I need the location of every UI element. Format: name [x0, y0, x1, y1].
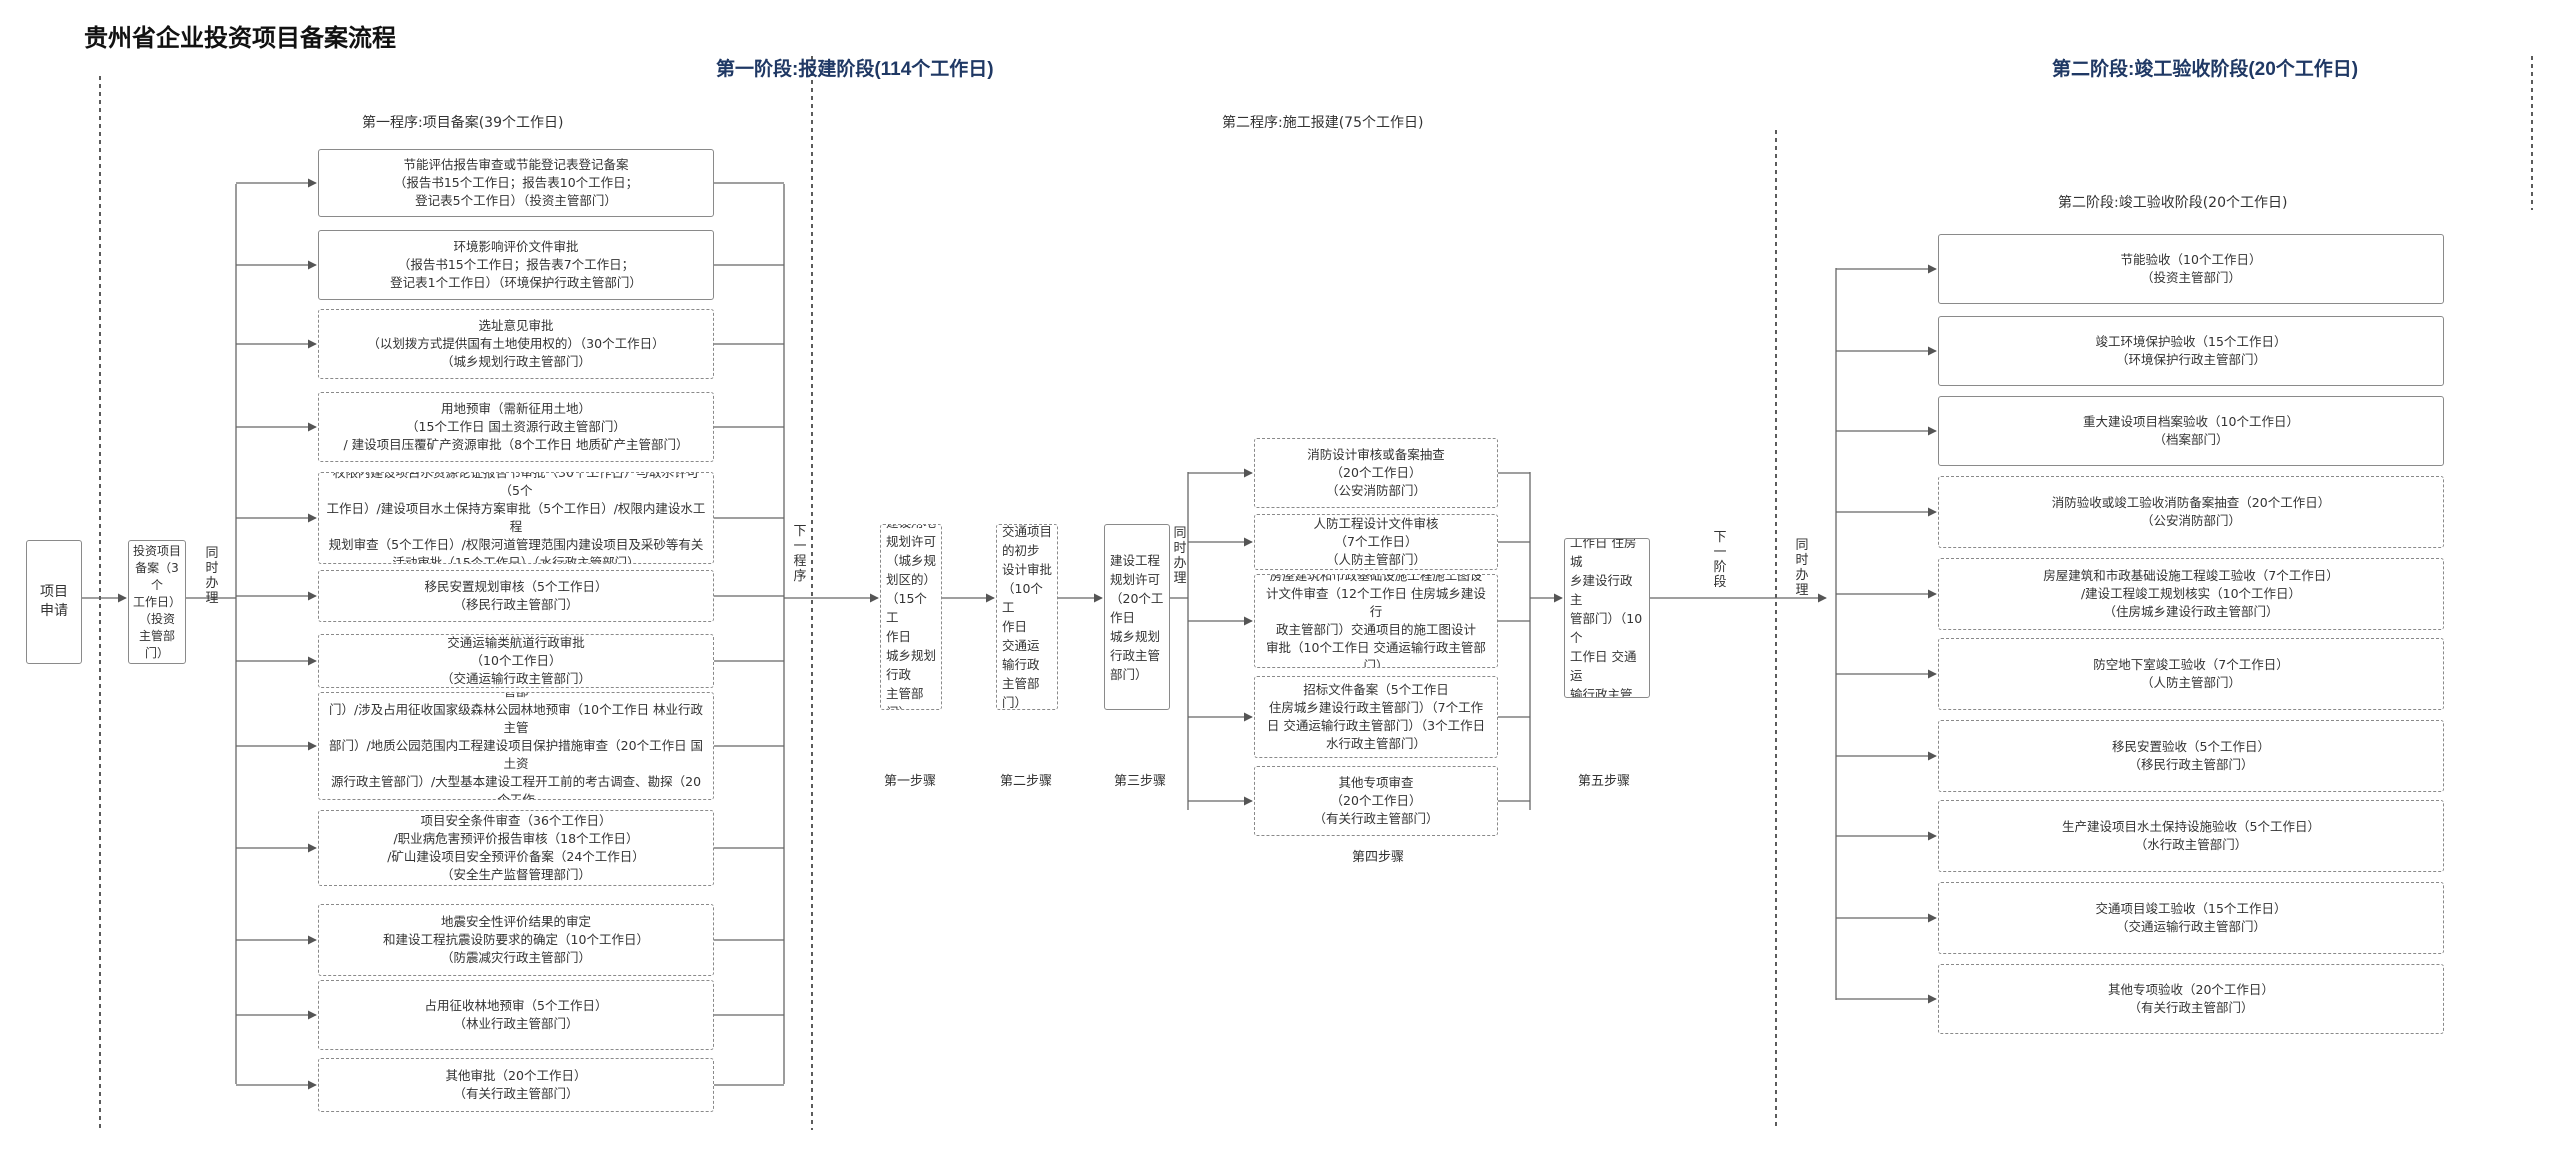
- proc1-item-8-text: 风景名胜区内建设项目选址审批（20个工作日 住房城乡建设行政主管部 门）/涉及占…: [328, 693, 704, 800]
- stage2-item-1: 节能验收（10个工作日） （投资主管部门）: [1938, 234, 2444, 304]
- step5-box: 施工许可（7个 工作日 住房城 乡建设行政主 管部门）（10个 工作日 交通运 …: [1564, 538, 1650, 698]
- proc1-item-6-text: 移民安置规划审核（5个工作日） （移民行政主管部门）: [424, 579, 608, 612]
- proc1-item-5: 权限内建设项目水资源论证报告书审批（30个工作日）与取水许可（5个 工作日）/建…: [318, 472, 714, 564]
- proc1-item-10: 地震安全性评价结果的审定 和建设工程抗震设防要求的确定（10个工作日） （防震减…: [318, 904, 714, 976]
- filing-box-text: 投资项目 备案（3个 工作日） （投资 主管部门）: [132, 543, 181, 660]
- step-label-3: 第三步骤: [1114, 774, 1167, 789]
- step2-text: 交通项目 的初步 设计审批 （10个工 作日 交通运 输行政 主管部门）: [1002, 524, 1053, 710]
- proc1-item-4-text: 用地预审（需新征用土地） （15个工作日 国土资源行政主管部门） / 建设项目压…: [343, 401, 689, 452]
- proc1-item-7-text: 交通运输类航道行政审批 （10个工作日） （交通运输行政主管部门）: [440, 635, 591, 686]
- page-title: 贵州省企业投资项目备案流程: [84, 25, 396, 52]
- step1-text: 建设用地 规划许可 （城乡规 划区的） （15个工 作日 城乡规划 行政 主管部…: [886, 525, 937, 709]
- step4-item-1: 消防设计审核或备案抽查 （20个工作日） （公安消防部门）: [1254, 438, 1498, 508]
- proc1-item-9-text: 项目安全条件审查（36个工作日） /职业病危害预评价报告审核（18个工作日） /…: [387, 813, 645, 882]
- stage2-item-9: 交通项目竣工验收（15个工作日） （交通运输行政主管部门）: [1938, 882, 2444, 954]
- step4-item-4: 招标文件备案（5个工作日 住房城乡建设行政主管部门）（7个工作 日 交通运输行政…: [1254, 676, 1498, 758]
- step4-item-5: 其他专项审查 （20个工作日） （有关行政主管部门）: [1254, 766, 1498, 836]
- stage2-item-8-text: 生产建设项目水土保持设施验收（5个工作日） （水行政主管部门）: [2062, 819, 2320, 852]
- proc1-item-11: 占用征收林地预审（5个工作日） （林业行政主管部门）: [318, 980, 714, 1050]
- step1-box: 建设用地 规划许可 （城乡规 划区的） （15个工 作日 城乡规划 行政 主管部…: [880, 524, 942, 710]
- proc3-title: 第二阶段:竣工验收阶段(20个工作日): [2058, 195, 2288, 211]
- proc1-item-7: 交通运输类航道行政审批 （10个工作日） （交通运输行政主管部门）: [318, 634, 714, 688]
- step4-item-2: 人防工程设计文件审核 （7个工作日） （人防主管部门）: [1254, 514, 1498, 570]
- stage2-item-8: 生产建设项目水土保持设施验收（5个工作日） （水行政主管部门）: [1938, 800, 2444, 872]
- concurrent-label-3: 同 时 办 理: [1795, 538, 1809, 598]
- step4-item-4-text: 招标文件备案（5个工作日 住房城乡建设行政主管部门）（7个工作 日 交通运输行政…: [1266, 682, 1486, 751]
- step3-text: 建设工程 规划许可 （20个工 作日 城乡规划 行政主管 部门）: [1110, 552, 1164, 682]
- proc1-item-12: 其他审批（20个工作日） （有关行政主管部门）: [318, 1058, 714, 1112]
- stage2-item-2-text: 竣工环境保护验收（15个工作日） （环境保护行政主管部门）: [2095, 334, 2287, 367]
- stage2-item-6: 防空地下室竣工验收（7个工作日） （人防主管部门）: [1938, 638, 2444, 710]
- stage2-item-2: 竣工环境保护验收（15个工作日） （环境保护行政主管部门）: [1938, 316, 2444, 386]
- step2-box: 交通项目 的初步 设计审批 （10个工 作日 交通运 输行政 主管部门）: [996, 524, 1058, 710]
- step-label-1: 第一步骤: [884, 774, 937, 789]
- stage2-item-3-text: 重大建设项目档案验收（10个工作日） （档案部门）: [2083, 414, 2299, 447]
- proc1-item-10-text: 地震安全性评价结果的审定 和建设工程抗震设防要求的确定（10个工作日） （防震减…: [383, 914, 649, 965]
- filing-box: 投资项目 备案（3个 工作日） （投资 主管部门）: [128, 540, 186, 664]
- proc1-item-4: 用地预审（需新征用土地） （15个工作日 国土资源行政主管部门） / 建设项目压…: [318, 392, 714, 462]
- proc1-item-2: 环境影响评价文件审批 （报告书15个工作日；报告表7个工作日； 登记表1个工作日…: [318, 230, 714, 300]
- proc1-item-2-text: 环境影响评价文件审批 （报告书15个工作日；报告表7个工作日； 登记表1个工作日…: [390, 239, 642, 290]
- concurrent-label-2: 同 时 办 理: [1173, 526, 1187, 586]
- proc1-item-12-text: 其他审批（20个工作日） （有关行政主管部门）: [445, 1068, 587, 1101]
- next-procedure-label: 下 一 程 序: [793, 524, 807, 584]
- proc1-item-11-text: 占用征收林地预审（5个工作日） （林业行政主管部门）: [424, 998, 608, 1031]
- step-label-2: 第二步骤: [1000, 774, 1053, 789]
- concurrent-label-1: 同 时 办 理: [205, 546, 219, 606]
- stage2-item-4-text: 消防验收或竣工验收消防备案抽查（20个工作日） （公安消防部门）: [2051, 495, 2331, 528]
- proc1-item-9: 项目安全条件审查（36个工作日） /职业病危害预评价报告审核（18个工作日） /…: [318, 810, 714, 886]
- start-box-text: 项目申请: [40, 584, 68, 619]
- proc1-item-5-text: 权限内建设项目水资源论证报告书审批（30个工作日）与取水许可（5个 工作日）/建…: [326, 472, 706, 564]
- stage2-item-1-text: 节能验收（10个工作日） （投资主管部门）: [2120, 252, 2262, 285]
- proc1-item-8: 风景名胜区内建设项目选址审批（20个工作日 住房城乡建设行政主管部 门）/涉及占…: [318, 692, 714, 800]
- step4-item-3-text: 房屋建筑和市政基础设施工程施工图设 计文件审查（12个工作日 住房城乡建设行 政…: [1266, 574, 1486, 668]
- stage2-item-5: 房屋建筑和市政基础设施工程竣工验收（7个工作日） /建设工程竣工规划核实（10个…: [1938, 558, 2444, 630]
- stage2-item-5-text: 房屋建筑和市政基础设施工程竣工验收（7个工作日） /建设工程竣工规划核实（10个…: [2043, 568, 2339, 619]
- proc1-title: 第一程序:项目备案(39个工作日): [362, 115, 564, 131]
- stage2-title: 第二阶段:竣工验收阶段(20个工作日): [2052, 59, 2359, 80]
- step3-box: 建设工程 规划许可 （20个工 作日 城乡规划 行政主管 部门）: [1104, 524, 1170, 710]
- stage2-item-10: 其他专项验收（20个工作日） （有关行政主管部门）: [1938, 964, 2444, 1034]
- next-stage-label: 下 一 阶 段: [1713, 530, 1727, 590]
- proc1-item-1: 节能评估报告审查或节能登记表登记备案 （报告书15个工作日；报告表10个工作日；…: [318, 149, 714, 217]
- step-label-4: 第四步骤: [1352, 850, 1405, 865]
- proc1-item-6: 移民安置规划审核（5个工作日） （移民行政主管部门）: [318, 570, 714, 622]
- step5-text: 施工许可（7个 工作日 住房城 乡建设行政主 管部门）（10个 工作日 交通运 …: [1570, 538, 1643, 698]
- step-label-5: 第五步骤: [1578, 774, 1631, 789]
- step4-item-2-text: 人防工程设计文件审核 （7个工作日） （人防主管部门）: [1313, 516, 1439, 567]
- proc2-title: 第二程序:施工报建(75个工作日): [1222, 115, 1424, 131]
- stage2-item-9-text: 交通项目竣工验收（15个工作日） （交通运输行政主管部门）: [2095, 901, 2287, 934]
- step4-item-1-text: 消防设计审核或备案抽查 （20个工作日） （公安消防部门）: [1307, 447, 1445, 498]
- stage2-item-3: 重大建设项目档案验收（10个工作日） （档案部门）: [1938, 396, 2444, 466]
- start-box: 项目申请: [26, 540, 82, 664]
- step4-item-5-text: 其他专项审查 （20个工作日） （有关行政主管部门）: [1313, 775, 1439, 826]
- proc1-item-3: 选址意见审批 （以划拨方式提供国有土地使用权的）（30个工作日） （城乡规划行政…: [318, 309, 714, 379]
- proc1-item-1-text: 节能评估报告审查或节能登记表登记备案 （报告书15个工作日；报告表10个工作日；…: [393, 157, 639, 208]
- stage2-item-7-text: 移民安置验收（5个工作日） （移民行政主管部门）: [2112, 739, 2270, 772]
- stage2-item-6-text: 防空地下室竣工验收（7个工作日） （人防主管部门）: [2093, 657, 2289, 690]
- stage2-item-7: 移民安置验收（5个工作日） （移民行政主管部门）: [1938, 720, 2444, 792]
- step4-item-3: 房屋建筑和市政基础设施工程施工图设 计文件审查（12个工作日 住房城乡建设行 政…: [1254, 574, 1498, 668]
- stage2-item-10-text: 其他专项验收（20个工作日） （有关行政主管部门）: [2108, 982, 2274, 1015]
- stage2-item-4: 消防验收或竣工验收消防备案抽查（20个工作日） （公安消防部门）: [1938, 476, 2444, 548]
- stage1-title: 第一阶段:报建阶段(114个工作日): [716, 59, 994, 80]
- proc1-item-3-text: 选址意见审批 （以划拨方式提供国有土地使用权的）（30个工作日） （城乡规划行政…: [367, 318, 665, 369]
